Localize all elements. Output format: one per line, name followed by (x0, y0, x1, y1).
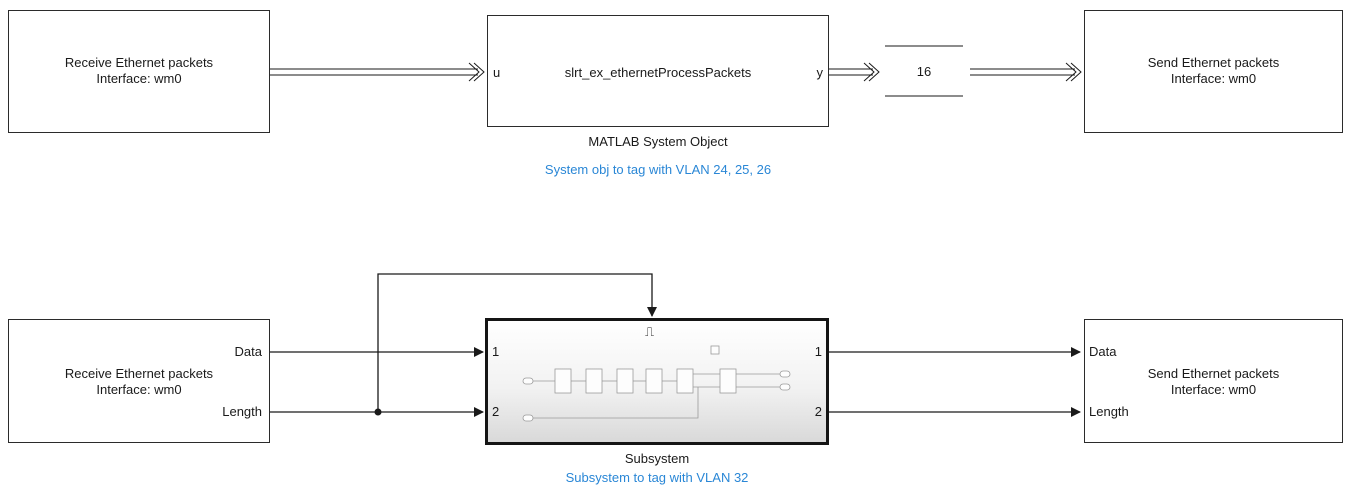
block-label-line2: Interface: wm0 (1170, 71, 1257, 86)
subsystem-block[interactable]: 1 2 1 2 ⎍ (485, 318, 829, 445)
block-label-line1: Receive Ethernet packets (64, 55, 214, 70)
signal-width-display-value: 16 (916, 64, 932, 79)
block-label-line2: Interface: wm0 (1170, 382, 1257, 397)
output-port-length: Length (222, 404, 262, 419)
signal-length-to-trigger (377, 273, 657, 412)
bus-line-display-to-send (970, 62, 1082, 82)
subsystem-annotation[interactable]: Subsystem to tag with VLAN 32 (565, 470, 749, 485)
subsystem-caption: Subsystem (624, 451, 690, 466)
subsystem-output-port-1: 1 (814, 344, 822, 359)
trigger-port-icon: ⎍ (645, 324, 655, 339)
subsystem-preview-thumbnail (522, 345, 791, 422)
system-object-caption: MATLAB System Object (588, 134, 728, 149)
block-label-line1: Receive Ethernet packets (64, 366, 214, 381)
bus-line-receive-to-system-object (270, 62, 485, 82)
block-label-line2: Interface: wm0 (96, 382, 182, 397)
output-port-data: Data (234, 344, 262, 359)
bus-line-system-object-to-display (828, 62, 880, 82)
matlab-system-object-block[interactable]: u slrt_ex_ethernetProcessPackets y (487, 15, 829, 127)
block-label-line1: Send Ethernet packets (1147, 55, 1280, 70)
subsystem-input-port-2: 2 (492, 404, 500, 419)
system-object-annotation[interactable]: System obj to tag with VLAN 24, 25, 26 (544, 162, 772, 177)
receive-ethernet-block-top[interactable]: Receive Ethernet packets Interface: wm0 (8, 10, 270, 133)
input-port-length: Length (1089, 404, 1129, 419)
receive-ethernet-block-bottom[interactable]: Data Receive Ethernet packets Interface:… (8, 319, 270, 443)
branch-point (374, 408, 382, 416)
subsystem-input-port-1: 1 (492, 344, 500, 359)
block-label-line1: Send Ethernet packets (1147, 366, 1280, 381)
input-port-data: Data (1089, 344, 1117, 359)
send-ethernet-block-bottom[interactable]: Data Send Ethernet packets Interface: wm… (1084, 319, 1343, 443)
input-port-u: u (493, 65, 501, 80)
subsystem-output-port-2: 2 (814, 404, 822, 419)
send-ethernet-block-top[interactable]: Send Ethernet packets Interface: wm0 (1084, 10, 1343, 133)
block-label-line2: Interface: wm0 (96, 71, 182, 86)
output-port-y: y (816, 65, 824, 80)
system-object-name: slrt_ex_ethernetProcessPackets (564, 65, 752, 80)
